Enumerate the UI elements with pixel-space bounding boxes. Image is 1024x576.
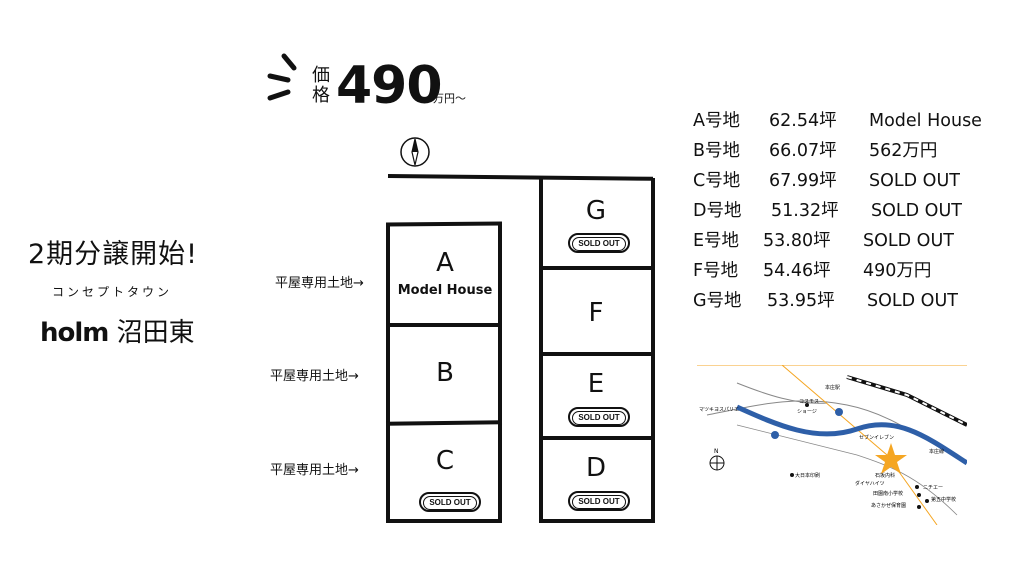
lot-C-letter: C: [435, 446, 455, 476]
sparkle-icon: [267, 53, 297, 101]
location-map: N 本庄駅 コスモス ショージ マツキヨスパリエ セブンイレブン 大日本印刷 ダ…: [697, 365, 967, 525]
lot-G-letter: G: [585, 196, 607, 226]
brand-name: 沼田東: [116, 318, 195, 348]
price-label: 価 格: [312, 66, 332, 106]
lot-E-sold-badge: SOLD OUT: [568, 407, 630, 427]
lot-B-letter: B: [436, 358, 454, 388]
map-label: ニチエー: [923, 485, 943, 491]
compass-icon: [400, 137, 430, 167]
map-label: あさかぜ保育園: [871, 502, 906, 509]
map-label: ダイヤハイツ: [855, 480, 885, 487]
brand-logo: holm: [40, 318, 109, 348]
lot-C-sold-badge: SOLD OUT: [419, 492, 481, 512]
map-label: 本庄線: [929, 448, 944, 455]
map-label: ショージ: [797, 409, 817, 415]
brand: holm 沼田東: [40, 312, 195, 349]
lot-A-letter: A: [436, 248, 454, 278]
flat-only-label: 平屋専用土地→: [270, 463, 359, 478]
flat-only-label: 平屋専用土地→: [270, 369, 359, 384]
map-label: マツキヨスパリエ: [699, 407, 739, 413]
map-label: 本庄駅: [825, 384, 840, 391]
map-label: 第五中学校: [931, 496, 956, 503]
lot-D-sold-badge: SOLD OUT: [568, 491, 630, 511]
map-label: 大日本印刷: [795, 472, 820, 479]
map-label: 田園南小学校: [873, 490, 903, 497]
map-label: コスモス: [799, 399, 819, 405]
map-label: セブンイレブン: [859, 434, 894, 441]
flat-only-label: 平屋専用土地→: [275, 276, 364, 291]
concept-label: コンセプトタウン: [52, 285, 173, 299]
headline: 2期分譲開始!: [28, 239, 199, 270]
lot-A-note: Model House: [397, 283, 493, 298]
lot-E-letter: E: [587, 369, 605, 399]
price-value: 490: [336, 56, 443, 116]
lot-G-sold-badge: SOLD OUT: [568, 233, 630, 253]
price-label-bottom: 格: [312, 85, 330, 106]
map-label: 石坂内科: [875, 472, 895, 479]
lot-F-letter: F: [588, 298, 604, 328]
map-compass-n: N: [714, 448, 719, 455]
price-label-top: 価: [312, 65, 330, 86]
lot-D-letter: D: [585, 453, 607, 483]
price-unit: 万円〜: [433, 92, 466, 105]
